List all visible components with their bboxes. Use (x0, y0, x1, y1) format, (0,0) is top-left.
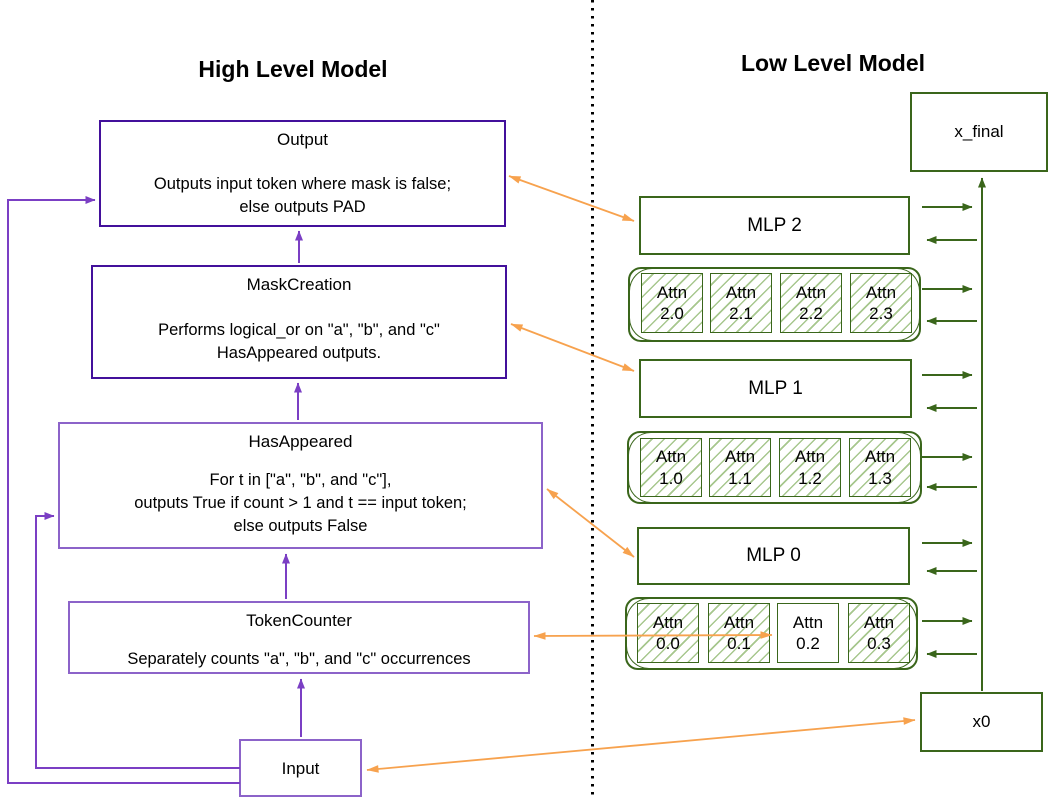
output-box-text-line: Outputs input token where mask is false; (153, 175, 452, 193)
attn-head-1-2: Attn 1.2 (779, 438, 841, 497)
mlp2-box: MLP 2 (639, 196, 910, 255)
high-level-title: High Level Model (198, 56, 388, 82)
input-box: Input (239, 739, 362, 797)
attn-head-0-3: Attn 0.3 (848, 603, 910, 663)
section-divider (591, 0, 594, 799)
mlp0-box: MLP 0 (637, 527, 910, 585)
x-final-box: x_final (910, 92, 1048, 172)
attn-head-0-0: Attn 0.0 (637, 603, 699, 663)
attn-head-index: 0.1 (727, 634, 751, 653)
input-box-title: Input (281, 758, 320, 778)
attn-head-label: Attn (794, 447, 826, 467)
attn-head-index: 0.0 (656, 634, 680, 653)
mlp1-label: MLP 1 (748, 377, 803, 399)
attn-head-1-1: Attn 1.1 (709, 438, 771, 497)
x0-box: x0 (920, 692, 1043, 752)
has-appeared-box: HasAppeared For t in ["a", "b", and "c"]… (58, 422, 543, 549)
attn-head-2-2: Attn 2.2 (780, 273, 842, 333)
attn-head-label: Attn (864, 447, 896, 467)
attn-head-2-0: Attn 2.0 (641, 273, 703, 333)
has-appeared-box-text-line: outputs True if count > 1 and t == input… (134, 494, 467, 512)
attn-head-label: Attn (865, 282, 897, 302)
attn-head-2-1: Attn 2.1 (710, 273, 772, 333)
has-appeared-box-text-line: For t in ["a", "b", and "c"], (209, 471, 392, 489)
mask-creation-box-text-line: HasAppeared outputs. (216, 344, 382, 362)
attn-head-0-2: Attn 0.2 (777, 603, 839, 663)
attn-head-index: 2.1 (729, 304, 753, 323)
attn-head-label: Attn (792, 612, 824, 632)
mlp2-label: MLP 2 (747, 214, 802, 236)
arrow-input-x0 (366, 717, 916, 773)
attn-head-index: 0.2 (796, 634, 820, 653)
mask-creation-box: MaskCreation Performs logical_or on "a",… (91, 265, 507, 379)
attn-head-label: Attn (723, 612, 755, 632)
attn-head-2-3: Attn 2.3 (850, 273, 912, 333)
attn-head-label: Attn (656, 282, 688, 302)
attn-head-index: 1.0 (659, 468, 683, 488)
mlp1-box: MLP 1 (639, 359, 912, 418)
attn-head-label: Attn (863, 612, 895, 632)
arrow-maskcreation-mlp1 (510, 323, 635, 372)
mlp0-label: MLP 0 (746, 545, 801, 566)
attn-head-label: Attn (725, 282, 757, 302)
attn-head-index: 1.3 (868, 468, 892, 488)
has-appeared-box-title: HasAppeared (248, 432, 353, 451)
attn-head-index: 1.2 (798, 468, 822, 488)
attn-head-index: 1.1 (728, 468, 752, 488)
token-counter-box-text-line: Separately counts "a", "b", and "c" occu… (127, 650, 471, 668)
attn-head-index: 0.3 (867, 634, 891, 653)
attn-head-label: Attn (795, 282, 827, 302)
x0-label: x0 (972, 712, 991, 731)
x-final-label: x_final (954, 122, 1004, 141)
attn-head-1-3: Attn 1.3 (849, 438, 911, 497)
token-counter-box: TokenCounter Separately counts "a", "b",… (68, 601, 530, 674)
attn-head-1-0: Attn 1.0 (640, 438, 702, 497)
output-box: Output Outputs input token where mask is… (99, 120, 506, 227)
attn-head-label: Attn (652, 612, 684, 632)
attn-head-label: Attn (655, 447, 687, 467)
attn-head-index: 2.0 (660, 304, 684, 323)
has-appeared-box-text-line: else outputs False (233, 517, 368, 535)
arrow-output-mlp2 (508, 175, 635, 222)
token-counter-box-title: TokenCounter (246, 611, 352, 630)
attn-head-index: 2.2 (799, 304, 823, 323)
mask-creation-box-title: MaskCreation (246, 275, 352, 294)
mask-creation-box-text-line: Performs logical_or on "a", "b", and "c" (158, 321, 440, 339)
attn-head-label: Attn (724, 447, 756, 467)
attn-head-index: 2.3 (869, 304, 893, 323)
output-box-title: Output (276, 130, 329, 149)
output-box-text-line: else outputs PAD (239, 198, 366, 216)
attn-head-0-1: Attn 0.1 (708, 603, 770, 663)
low-level-title: Low Level Model (740, 50, 926, 76)
